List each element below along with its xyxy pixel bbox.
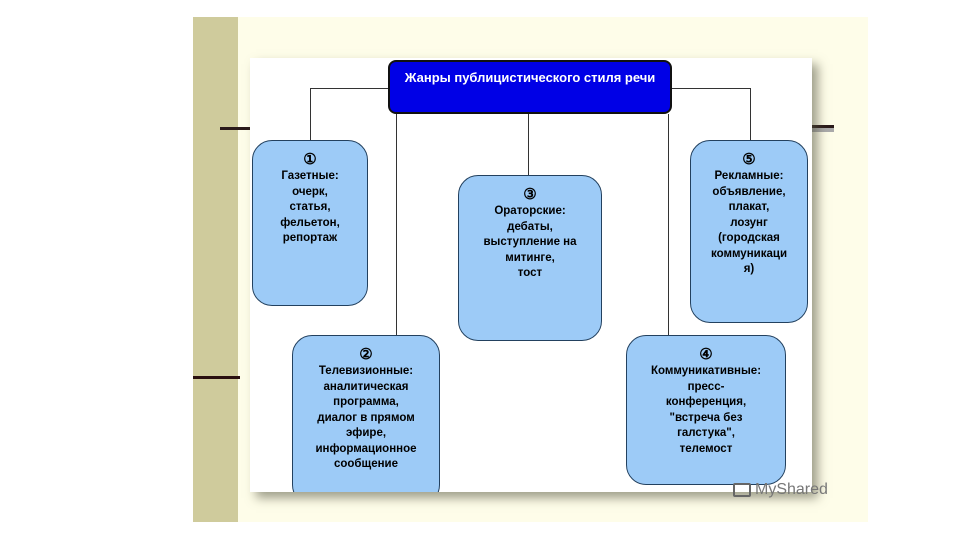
genre-text: Газетные: очерк, статья, фельетон, репор…	[280, 170, 340, 244]
number-icon: ④	[699, 346, 713, 363]
connector	[672, 88, 750, 89]
connector	[310, 88, 311, 140]
diagram-title: Жанры публицистического стиля речи	[388, 60, 672, 114]
number-icon: ③	[523, 186, 537, 203]
number-icon: ①	[303, 151, 317, 168]
connector	[750, 88, 751, 140]
genre-text: Телевизионные: аналитическая программа, …	[315, 365, 417, 470]
watermark: MyShared	[733, 481, 828, 499]
genre-box-newspaper: ① Газетные: очерк, статья, фельетон, реп…	[252, 140, 368, 306]
number-icon: ②	[359, 346, 373, 363]
connector	[396, 114, 397, 336]
watermark-text: MyShared	[755, 481, 828, 498]
decor-line-top-left	[220, 127, 252, 130]
connector	[310, 88, 388, 89]
genre-box-oratory: ③ Ораторские: дебаты, выступление на мит…	[458, 175, 602, 341]
decor-line-bottom-left	[193, 376, 240, 379]
genre-text: Ораторские: дебаты, выступление на митин…	[483, 205, 577, 279]
decor-line-top-right	[812, 125, 834, 132]
genre-box-advertising: ⑤ Рекламные: объявление, плакат, лозунг …	[690, 140, 808, 323]
presentation-icon	[733, 483, 751, 497]
connector	[668, 114, 669, 336]
genre-box-communicative: ④ Коммуникативные: пресс- конференция, "…	[626, 335, 786, 485]
number-icon: ⑤	[742, 151, 756, 168]
slide-side-stripe	[193, 17, 238, 522]
genre-text: Рекламные: объявление, плакат, лозунг (г…	[710, 170, 788, 275]
genre-box-television: ② Телевизионные: аналитическая программа…	[292, 335, 440, 492]
genre-text: Коммуникативные: пресс- конференция, "вс…	[650, 365, 762, 455]
genre-diagram: Жанры публицистического стиля речи ① Газ…	[250, 58, 812, 492]
connector	[528, 114, 529, 176]
